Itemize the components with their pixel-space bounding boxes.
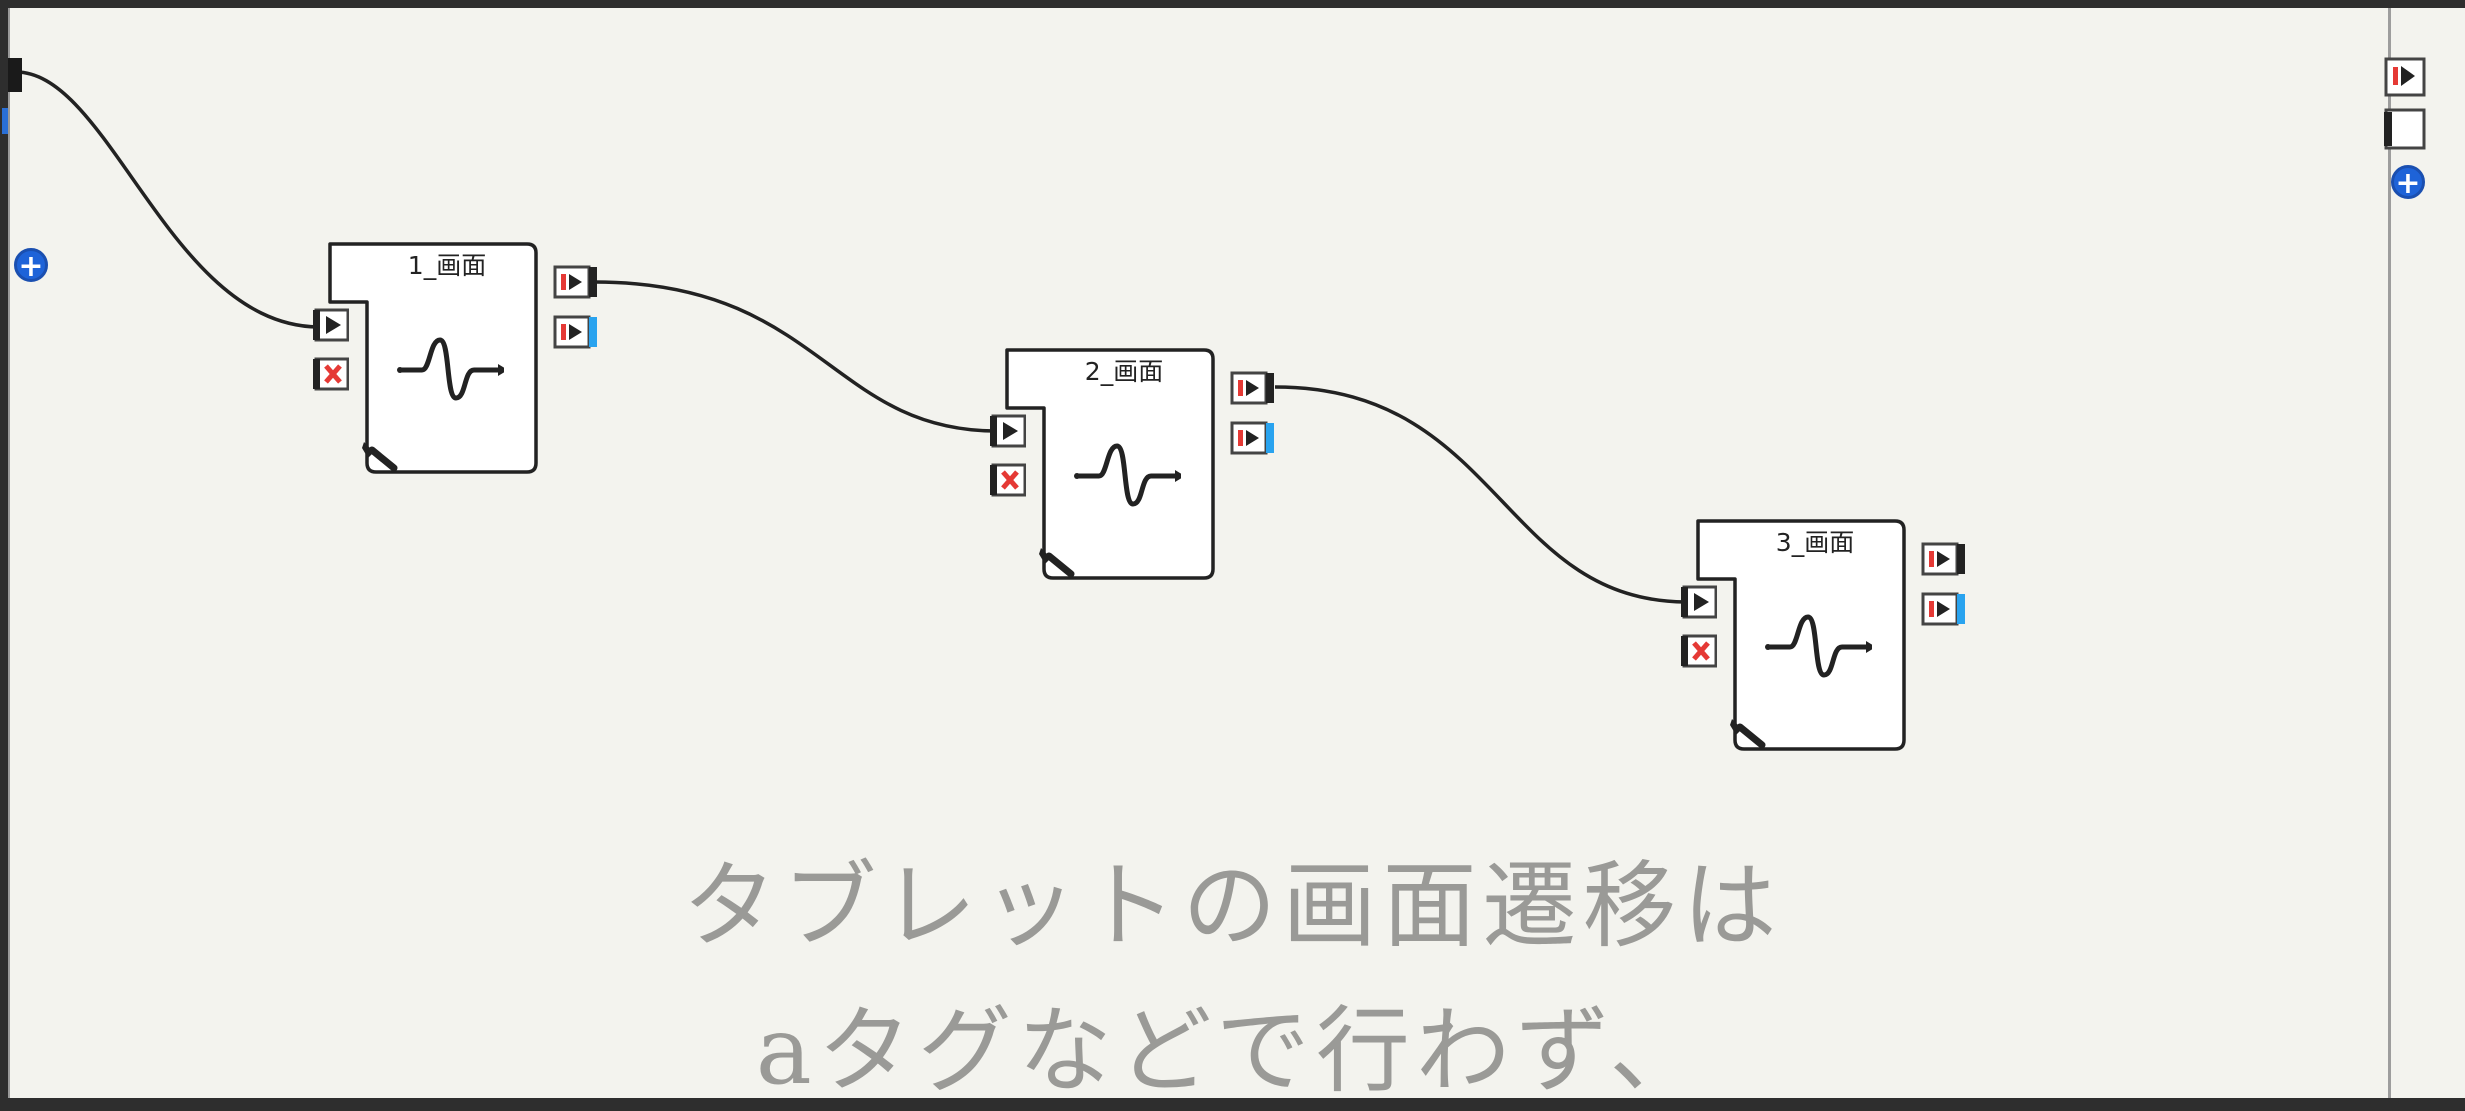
box3-output-play-port[interactable] <box>1921 541 1971 576</box>
screen-node-1[interactable]: 1_画面 <box>322 242 542 474</box>
right-empty-port[interactable] <box>2384 108 2426 150</box>
box2-output-signal-port[interactable] <box>1230 420 1280 455</box>
wrench-icon[interactable] <box>1728 709 1768 749</box>
waveform-icon <box>1765 614 1872 678</box>
box2-input-cancel-port[interactable] <box>990 462 1026 497</box>
wrench-icon[interactable] <box>360 432 400 472</box>
screen-node-2[interactable]: 2_画面 <box>999 348 1219 580</box>
waveform-icon <box>1074 443 1181 507</box>
right-output-play-port[interactable] <box>2384 57 2426 97</box>
box2-input-play-port[interactable] <box>990 413 1026 448</box>
box3-output-signal-port[interactable] <box>1921 591 1971 626</box>
box1-input-cancel-port[interactable] <box>313 356 349 391</box>
box2-output-play-port[interactable] <box>1230 370 1280 405</box>
box3-input-cancel-port[interactable] <box>1681 633 1717 668</box>
waveform-icon <box>397 337 504 401</box>
caption-line-2: aタグなどで行わず、 <box>755 997 1710 1106</box>
wrench-icon[interactable] <box>1037 538 1077 578</box>
box1-output-signal-port[interactable] <box>553 314 603 349</box>
screen-node-3[interactable]: 3_画面 <box>1690 519 1910 751</box>
left-add-button[interactable]: + <box>14 248 48 284</box>
right-add-button[interactable]: + <box>2391 165 2425 201</box>
canvas-divider <box>2388 8 2391 1098</box>
screen-node-title: 3_画面 <box>1775 528 1855 557</box>
screen-node-title: 2_画面 <box>1084 357 1164 386</box>
box1-input-play-port[interactable] <box>313 307 349 342</box>
caption-line-1: タブレットの画面遷移は <box>682 852 1783 961</box>
box3-input-play-port[interactable] <box>1681 584 1717 619</box>
screen-node-title: 1_画面 <box>407 251 487 280</box>
box1-output-play-port[interactable] <box>553 264 603 299</box>
